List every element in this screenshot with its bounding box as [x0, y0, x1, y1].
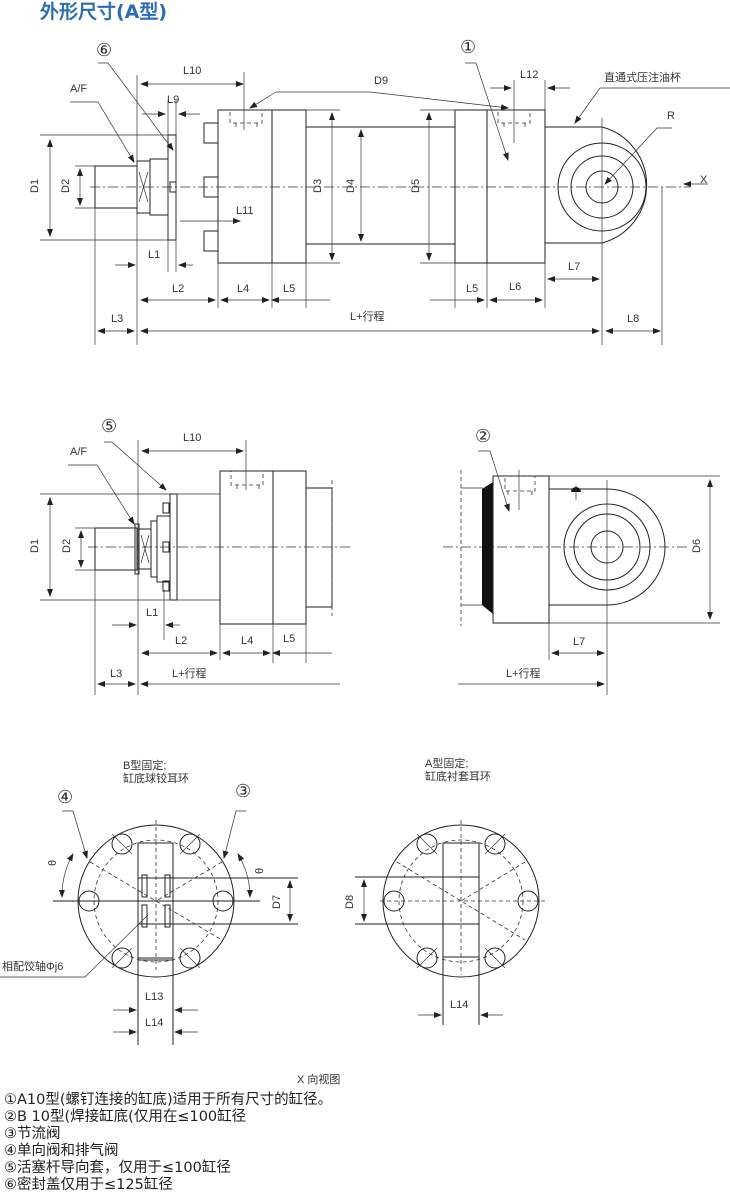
note-5: ⑤活塞杆导向套，仅用于≤100缸径 [4, 1160, 231, 1176]
label-l12: L12 [520, 69, 538, 81]
label-l-stroke-b: L+行程 [172, 667, 207, 680]
view-a-labels: ⑥ ① A/F L10 L9 D9 L12 直通式压注油杯 R X D1 D2 … [29, 37, 708, 325]
view-b-labels: ⑤ A/F L10 D1 D2 L1 L2 L4 L5 L3 L+行程 [29, 416, 295, 680]
label-l4: L4 [237, 283, 249, 295]
label-d2-b: D2 [61, 539, 73, 553]
label-l5-b: L5 [283, 633, 295, 645]
label-l3: L3 [111, 313, 123, 325]
label-grease-nipple: 直通式压注油杯 [604, 70, 681, 84]
view-caption: X 向视图 [297, 1072, 340, 1086]
label-l7-c: L7 [573, 636, 585, 648]
page-title: 外形尺寸(A型) [40, 0, 167, 23]
label-b-desc: 缸底球铰耳环 [123, 771, 189, 785]
label-x: X [700, 174, 708, 186]
callout-3: ③ [235, 781, 251, 802]
label-l1-b: L1 [146, 607, 158, 619]
label-d3: D3 [312, 179, 324, 193]
label-l1: L1 [148, 249, 160, 261]
callout-1: ① [460, 37, 476, 58]
callout-2: ② [475, 426, 491, 447]
label-l2: L2 [172, 283, 184, 295]
label-d4: D4 [345, 179, 357, 193]
label-l5-rear: L5 [466, 283, 478, 295]
label-l4-b: L4 [241, 635, 253, 647]
label-d6: D6 [691, 539, 703, 553]
label-d5: D5 [410, 179, 422, 193]
label-mating-pin: 相配饺轴Φj6 [2, 959, 63, 973]
note-6: ⑥密封盖仅用于≤125缸径 [4, 1177, 173, 1193]
note-3: ③节流阀 [4, 1126, 61, 1142]
label-l8: L8 [627, 313, 639, 325]
label-l3-b: L3 [110, 668, 122, 680]
label-l11: L11 [236, 205, 254, 217]
label-d1-b: D1 [29, 539, 41, 553]
label-l-stroke-c: L+行程 [506, 667, 541, 680]
label-l7: L7 [568, 261, 580, 273]
notes-list: ①A10型(螺钉连接的缸底)适用于所有尺寸的缸径。 ②B 10型(焊接缸底(仅用… [4, 1092, 332, 1194]
bolt-holes [78, 833, 234, 969]
label-d1: D1 [29, 179, 41, 193]
view-a-cylinder [40, 62, 730, 345]
label-l9: L9 [167, 94, 179, 106]
label-d8: D8 [344, 895, 356, 909]
note-4: ④单向阀和排气阀 [4, 1143, 119, 1159]
label-b-type: B型固定; [123, 758, 166, 772]
callout-6: ⑥ [96, 40, 112, 61]
label-l14-b: L14 [145, 1017, 163, 1029]
label-theta-left: θ [47, 860, 59, 866]
label-a-type: A型固定; [425, 756, 468, 770]
label-l5-front: L5 [283, 283, 295, 295]
label-theta-right: θ [254, 868, 266, 874]
label-a-desc: 缸底衬套耳环 [425, 769, 491, 783]
label-l10-b: L10 [183, 432, 201, 444]
label-d2: D2 [60, 179, 72, 193]
label-l6: L6 [509, 281, 521, 293]
view-x-b-type-eye [0, 810, 298, 1045]
label-d9: D9 [374, 75, 388, 87]
label-r: R [667, 110, 675, 122]
label-l13: L13 [145, 991, 163, 1003]
view-x-labels: B型固定; 缸底球铰耳环 A型固定; 缸底衬套耳环 ④ ③ θ θ D7 D8 … [2, 756, 491, 1086]
view-b-cylinder-head [40, 440, 352, 695]
view-x-a-type-eye [355, 820, 548, 1025]
callout-4: ④ [57, 787, 73, 808]
label-af-b: A/F [70, 446, 87, 458]
note-2: ②B 10型(焊接缸底(仅用在≤100缸径 [4, 1109, 247, 1125]
view-c-cylinder-bottom [443, 450, 720, 695]
label-l-stroke: L+行程 [350, 310, 385, 323]
label-af: A/F [70, 83, 87, 95]
label-l10: L10 [183, 65, 201, 77]
label-l2-b: L2 [175, 635, 187, 647]
callout-5: ⑤ [101, 416, 117, 437]
view-c-labels: ② D6 L7 L+行程 [475, 426, 703, 680]
label-l14-a: L14 [450, 999, 468, 1011]
label-d7: D7 [271, 895, 283, 909]
note-1: ①A10型(螺钉连接的缸底)适用于所有尺寸的缸径。 [4, 1092, 333, 1108]
